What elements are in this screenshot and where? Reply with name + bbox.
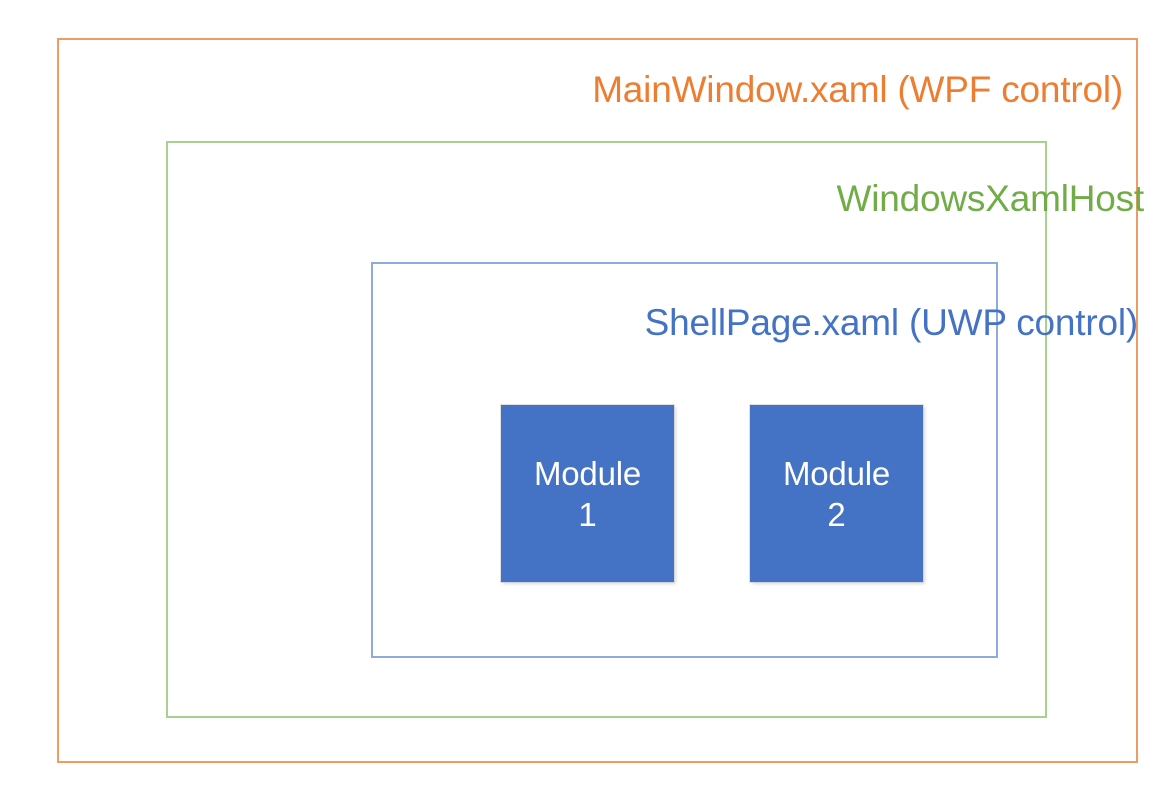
- module-box-1-label: Module 1: [533, 454, 642, 533]
- mainwindow-xaml-label: MainWindow.xaml (WPF control): [592, 69, 1123, 110]
- module-box-1: Module 1: [501, 405, 674, 582]
- module-box-2: Module 2: [750, 405, 923, 582]
- shellpage-xaml-label: ShellPage.xaml (UWP control): [644, 302, 1139, 343]
- shellpage-xaml-container: [371, 262, 998, 658]
- mainwindow-xaml-container: [57, 38, 1138, 763]
- windowsxamlhost-label: WindowsXamlHost: [836, 178, 1145, 219]
- windowsxamlhost-container: [166, 141, 1047, 718]
- module-box-2-label: Module 2: [782, 454, 891, 533]
